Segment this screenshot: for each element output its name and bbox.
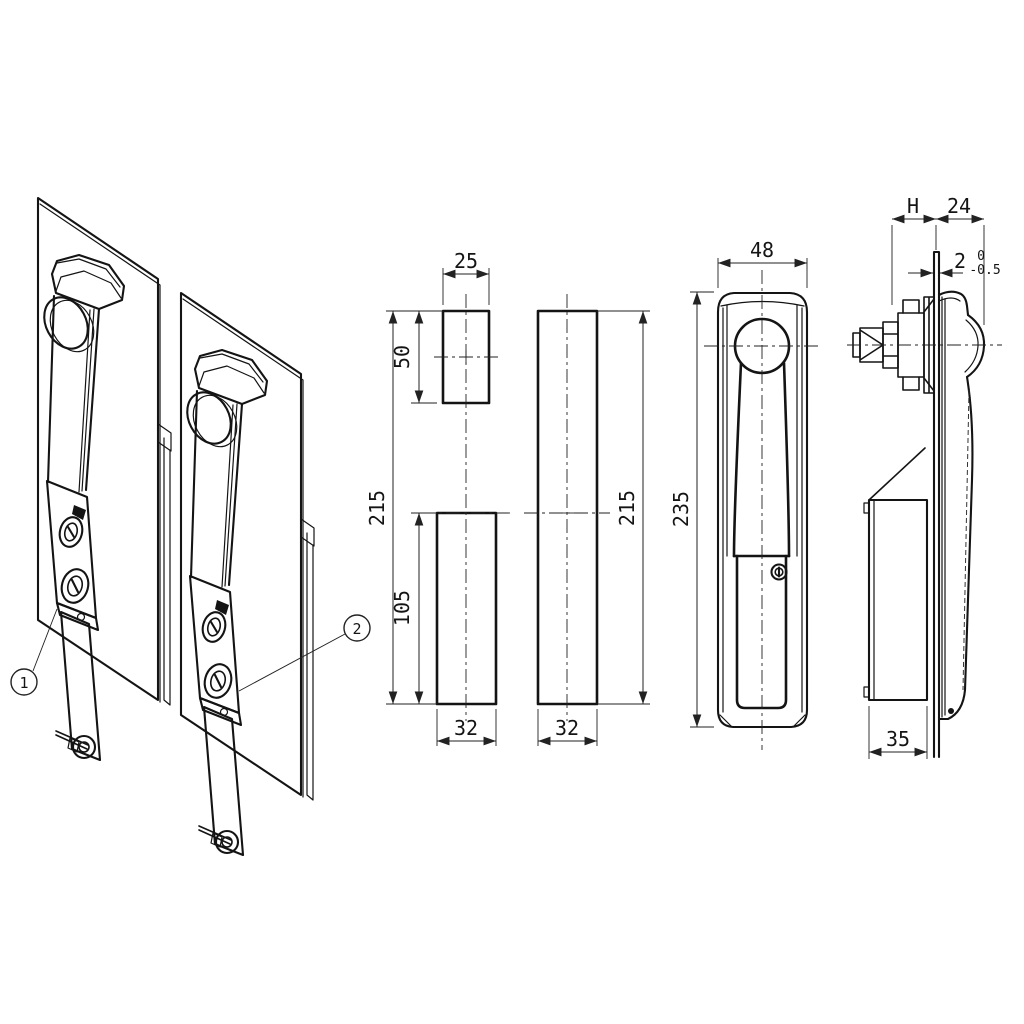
dim-label-grip: H — [907, 194, 919, 218]
cutout-view-slot: 215 32 — [524, 294, 650, 746]
dim-overall-right: 215 — [597, 310, 650, 705]
actuating-rod — [55, 610, 102, 762]
lock-cylinder-2 — [60, 568, 90, 604]
latch-hook — [72, 505, 86, 520]
dim-label: 105 — [390, 590, 414, 626]
dim-label-case: 35 — [886, 727, 910, 751]
dim-label-thickness: 2 — [954, 249, 966, 273]
dim-top-height: 50 — [390, 311, 437, 404]
iso-view-handle-open-right: 2 — [179, 291, 371, 857]
dim-case-depth: 35 — [868, 706, 928, 759]
mounting-panel — [179, 291, 304, 798]
callout-1: 1 — [10, 608, 58, 696]
dim-label: 215 — [365, 490, 389, 526]
lock-cylinder-2 — [203, 663, 233, 699]
dim-front-width: 48 — [717, 238, 808, 288]
lock-case — [863, 447, 929, 702]
roller — [214, 829, 240, 855]
lock-cylinder-1 — [58, 516, 84, 548]
swing-handle-body — [186, 348, 269, 588]
dim-label: 32 — [555, 716, 579, 740]
dim-label: 235 — [669, 491, 693, 527]
dim-panel-thickness: 2 0 -0.5 — [908, 249, 1001, 278]
dim-front-height: 235 — [669, 291, 714, 728]
dim-tol-lower: -0.5 — [969, 263, 1000, 278]
dim-slot-width: 32 — [537, 709, 598, 746]
callout-1-label: 1 — [19, 674, 28, 692]
lock-plate — [188, 574, 243, 727]
callout-2-label: 2 — [352, 620, 361, 638]
lock-cylinder-1 — [201, 611, 227, 643]
dim-label-protrusion: 24 — [947, 194, 971, 218]
dim-label: 32 — [454, 716, 478, 740]
dim-label: 215 — [615, 490, 639, 526]
dim-label: 48 — [750, 238, 774, 262]
actuating-rod — [198, 705, 245, 857]
front-view: 48 235 — [669, 238, 820, 750]
latch-hook — [215, 600, 229, 615]
dim-overall-left: 215 — [365, 310, 443, 705]
door-panel-section — [932, 250, 941, 759]
roller — [71, 734, 97, 760]
dim-top-width: 25 — [442, 249, 490, 305]
cutout-slot-rect — [536, 309, 599, 706]
dim-label: 50 — [390, 345, 414, 369]
rear-latch-rod — [300, 518, 315, 801]
mounting-panel — [36, 196, 161, 703]
cutout-view-two-hole: 25 50 105 215 32 — [365, 249, 511, 746]
dim-bottom-height: 105 — [390, 512, 437, 704]
handle-outline — [716, 291, 809, 729]
callout-2: 2 — [238, 614, 371, 692]
lock-plate — [45, 479, 100, 632]
dim-label: 25 — [454, 249, 478, 273]
dim-grip-and-protrusion: H 24 — [891, 194, 985, 325]
dim-tol-upper: 0 — [977, 249, 985, 264]
handle-profile — [937, 290, 986, 721]
rod-pivot — [948, 708, 954, 714]
cutout-bottom-rect — [435, 511, 498, 706]
dim-bottom-width: 32 — [436, 709, 497, 746]
swing-handle-body — [43, 253, 126, 493]
iso-view-handle-open-left: 1 — [10, 196, 172, 762]
rear-latch-rod — [157, 423, 172, 706]
lock-cylinder-front — [770, 563, 788, 581]
side-view: H 24 2 0 -0.5 35 — [847, 194, 1002, 759]
